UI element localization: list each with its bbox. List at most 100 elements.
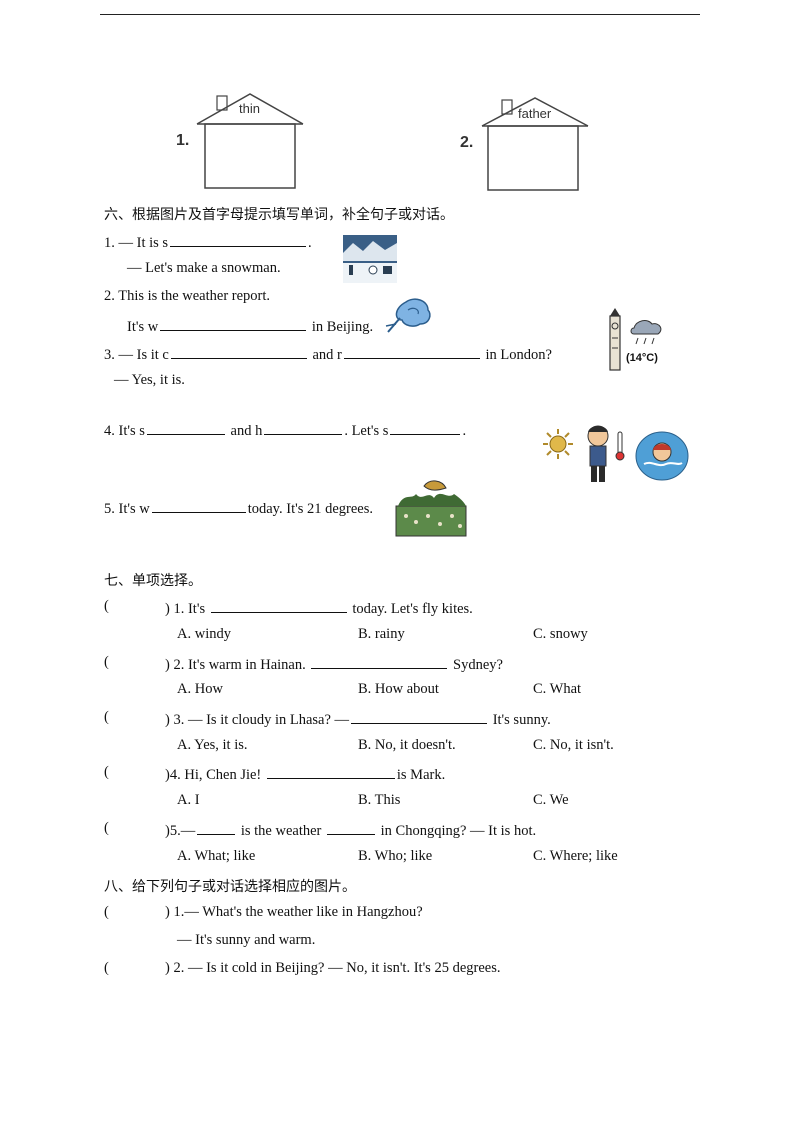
match-q2-text: 2. — Is it cold in Beijing? — No, it isn… xyxy=(173,960,501,976)
answer-blank[interactable] xyxy=(197,820,236,835)
mc-q5-end: in Chongqing? — It is hot. xyxy=(380,823,537,839)
mc-q1-option-b[interactable]: B. rainy xyxy=(358,626,405,642)
mc-q1-option-a[interactable]: A. windy xyxy=(177,626,231,642)
answer-paren-open[interactable]: ( xyxy=(104,764,109,780)
s6-item2-line1: 2. This is the weather report. xyxy=(104,288,271,304)
mc-q2-option-a[interactable]: A. How xyxy=(177,681,223,697)
mc-q1-end: today. Let's fly kites. xyxy=(352,601,473,617)
answer-blank[interactable] xyxy=(311,654,448,669)
mc-q4: )4. Hi, Chen Jie! is Mark. xyxy=(165,764,445,784)
snow-scene-picture xyxy=(343,235,397,288)
mc-q3-option-b[interactable]: B. No, it doesn't. xyxy=(358,737,456,753)
s6-item5-line: 5. It's w today. It's 21 degrees. xyxy=(104,498,373,518)
s6-item3-reply: — Yes, it is. xyxy=(114,372,185,388)
answer-paren-close: ) xyxy=(165,767,170,783)
s6-item4-end: . xyxy=(462,423,467,439)
answer-blank[interactable] xyxy=(327,820,375,835)
mc-q1-option-c[interactable]: C. snowy xyxy=(533,626,588,642)
mc-q2: ) 2. It's warm in Hainan. Sydney? xyxy=(165,654,503,674)
answer-blank[interactable] xyxy=(351,709,488,724)
house-1-number: 1. xyxy=(176,132,190,149)
answer-paren-close: ) xyxy=(165,904,170,920)
mc-q4-option-b[interactable]: B. This xyxy=(358,792,401,808)
mc-q4-option-a[interactable]: A. I xyxy=(177,792,200,808)
s6-item4-mid1: and h xyxy=(230,423,263,439)
hot-boy-picture xyxy=(580,422,630,489)
s6-item4-line: 4. It's s and h. Let's s. xyxy=(104,420,466,440)
s6-item1-line1: 1. — It is s. xyxy=(104,232,312,252)
mc-q1: ) 1. It's today. Let's fly kites. xyxy=(165,598,473,618)
swimming-picture xyxy=(634,430,690,487)
answer-blank[interactable] xyxy=(390,420,461,435)
house-1-word: thin xyxy=(239,101,260,116)
mc-q3-option-a[interactable]: A. Yes, it is. xyxy=(177,737,248,753)
s6-item1-text: 1. — It is s xyxy=(104,235,169,251)
answer-paren-open[interactable]: ( xyxy=(104,820,109,836)
s6-item2-line2: It's w in Beijing. xyxy=(127,316,373,336)
mc-q4-text: 4. Hi, Chen Jie! xyxy=(169,767,262,783)
s6-item4-text: 4. It's s xyxy=(104,423,145,439)
mc-q5-text: 5.— xyxy=(169,823,196,839)
wind-picture xyxy=(384,296,434,343)
mc-q4-option-c[interactable]: C. We xyxy=(533,792,569,808)
match-q1-line1: ) 1.— What's the weather like in Hangzho… xyxy=(165,904,423,921)
mc-q2-text: 2. It's warm in Hainan. xyxy=(173,657,306,673)
answer-blank[interactable] xyxy=(264,420,343,435)
answer-blank[interactable] xyxy=(210,598,347,613)
answer-paren-open[interactable]: ( xyxy=(104,598,109,614)
s6-item1-line2: — Let's make a snowman. xyxy=(127,260,281,276)
section8-heading: 八、给下列句子或对话选择相应的图片。 xyxy=(104,879,356,895)
s6-item3-line1: 3. — Is it c and r in London? xyxy=(104,344,552,364)
mc-q3-end: It's sunny. xyxy=(492,712,551,728)
answer-blank[interactable] xyxy=(160,316,307,331)
s6-item3-mid: and r xyxy=(312,347,342,363)
answer-paren-close: ) xyxy=(165,712,170,728)
answer-paren-close: ) xyxy=(165,960,170,976)
s6-item3-text: 3. — Is it c xyxy=(104,347,169,363)
answer-paren-close: ) xyxy=(165,601,170,617)
mc-q5-option-b[interactable]: B. Who; like xyxy=(358,848,433,864)
mc-q3-text: 3. — Is it cloudy in Lhasa? — xyxy=(173,712,350,728)
s6-item3-end: in London? xyxy=(485,347,552,363)
mc-q2-option-b[interactable]: B. How about xyxy=(358,681,439,697)
answer-paren-close: ) xyxy=(165,823,170,839)
s6-item2-text: It's w xyxy=(127,319,159,335)
london-rain-picture xyxy=(604,308,668,377)
mc-q4-end: is Mark. xyxy=(396,767,446,783)
house-1 xyxy=(195,92,305,192)
answer-paren-open[interactable]: ( xyxy=(104,654,109,670)
answer-blank[interactable] xyxy=(266,764,395,779)
match-q1-line2: — It's sunny and warm. xyxy=(177,932,316,948)
match-q1-text: 1.— What's the weather like in Hangzhou? xyxy=(173,904,423,920)
mc-q5: )5.— is the weather in Chongqing? — It i… xyxy=(165,820,536,840)
answer-paren-open[interactable]: ( xyxy=(104,904,109,920)
mc-q2-option-c[interactable]: C. What xyxy=(533,681,582,697)
s6-item5-end: today. It's 21 degrees. xyxy=(247,501,374,517)
section7-heading: 七、单项选择。 xyxy=(104,573,202,589)
section6-heading: 六、根据图片及首字母提示填写单词，补全句子或对话。 xyxy=(104,207,454,223)
answer-blank[interactable] xyxy=(343,344,480,359)
mc-q3-option-c[interactable]: C. No, it isn't. xyxy=(533,737,614,753)
mc-q2-end: Sydney? xyxy=(453,657,503,673)
answer-paren-open[interactable]: ( xyxy=(104,960,109,976)
house-2-number: 2. xyxy=(460,134,474,151)
answer-blank[interactable] xyxy=(170,344,307,359)
mc-q5-mid: is the weather xyxy=(240,823,322,839)
mc-q3: ) 3. — Is it cloudy in Lhasa? — It's sun… xyxy=(165,709,551,729)
s6-item2-end: in Beijing. xyxy=(311,319,374,335)
s6-item5-text: 5. It's w xyxy=(104,501,150,517)
answer-paren-close: ) xyxy=(165,657,170,673)
match-q2-line1: ) 2. — Is it cold in Beijing? — No, it i… xyxy=(165,960,500,977)
sun-picture xyxy=(542,428,574,465)
house-2-word: father xyxy=(518,106,552,121)
garden-picture xyxy=(394,472,468,543)
answer-blank[interactable] xyxy=(170,232,307,247)
mc-q5-option-c[interactable]: C. Where; like xyxy=(533,848,618,864)
london-temperature-label: (14°C) xyxy=(626,352,658,364)
answer-blank[interactable] xyxy=(151,498,246,513)
answer-blank[interactable] xyxy=(146,420,225,435)
answer-paren-open[interactable]: ( xyxy=(104,709,109,725)
house-2 xyxy=(480,96,590,194)
mc-q5-option-a[interactable]: A. What; like xyxy=(177,848,256,864)
top-rule xyxy=(100,14,700,15)
